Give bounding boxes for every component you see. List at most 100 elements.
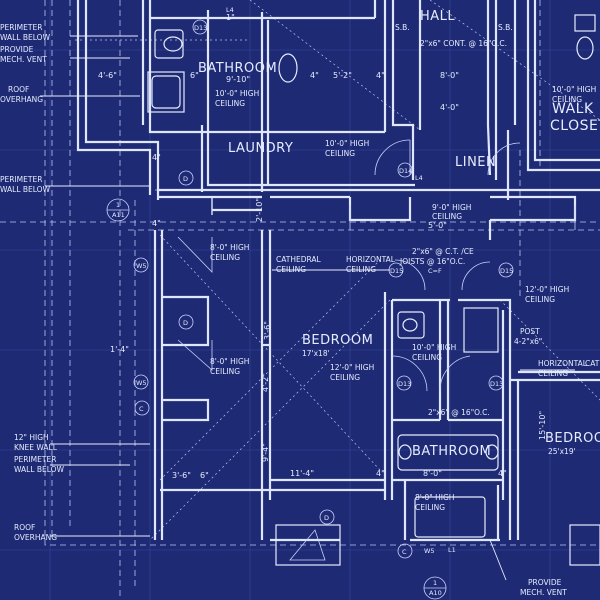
room-label-linen: LINEN [455, 155, 496, 170]
room-label-hall: HALL [420, 9, 455, 24]
door-swings [177, 139, 576, 392]
tag-w5-1: W5 [136, 262, 147, 270]
note-knee-b: KNEE WALL [14, 443, 58, 452]
dim-1: 4'-6" [98, 71, 117, 80]
walls [76, 0, 600, 542]
note-post-a: POST [520, 327, 540, 336]
tag-l4-2: L4 [415, 174, 423, 182]
note-horizontal-1b: CEILING [346, 265, 376, 274]
note-vent-1b: MECH. VENT [0, 55, 47, 64]
note-ceiling-linen-a: 9'-0" HIGH [432, 203, 471, 212]
dim-24: 4" [152, 219, 161, 228]
room-label-laundry: LAUNDRY [228, 141, 293, 156]
dim-9: 5'-0" [428, 221, 447, 230]
dim-11: 3'-6" [172, 471, 191, 480]
dim-5: 5'-2" [333, 71, 352, 80]
dim-21: 9'-4" [261, 443, 270, 462]
note-horizontal-1a: HORIZONTAL [346, 255, 396, 264]
section-markers [106, 19, 514, 600]
note-perimeter-2b: WALL BELOW [0, 185, 51, 194]
note-cat-partial: CAT [585, 359, 600, 368]
note-ceiling-bath3-a: 8'-0" HIGH [415, 493, 454, 502]
room-size-bedroom: 17'x18' [302, 349, 330, 358]
dim-8: 4'-0" [440, 103, 459, 112]
note-cathedral-b: CEILING [276, 265, 306, 274]
dim-12: 6" [200, 471, 209, 480]
dim-18: 2'-10" [255, 198, 264, 222]
note-ceiling-bath2-b: CEILING [412, 353, 442, 362]
dim-17: 15'-10" [538, 411, 547, 440]
tag-d13-2: D13 [398, 380, 411, 388]
leader-arrows [40, 35, 575, 581]
note-ceiling-bath-b: CEILING [215, 99, 245, 108]
tag-l4-1: L4 [226, 6, 234, 14]
room-label-bedroom-right: BEDROO [545, 431, 600, 446]
room-label-bathroom-bottom: BATHROOM [412, 444, 491, 459]
note-perimeter-1b: WALL BELOW [0, 33, 51, 42]
note-joist-top: 2"x6" CONT. @ 16"O.C. [420, 39, 507, 48]
dim-7: 8'-0" [440, 71, 459, 80]
note-ceiling-bed-a: 12'-0" HIGH [330, 363, 374, 372]
note-ceiling-right-b: CEILING [525, 295, 555, 304]
note-ceiling-bed-b: CEILING [330, 373, 360, 382]
note-roof-2b: OVERHANG [14, 533, 57, 542]
room-label-bathroom-top: BATHROOM [198, 61, 277, 76]
note-ceiling-laundry-b: CEILING [325, 149, 355, 158]
note-perimeter-1a: PERIMETER [0, 23, 42, 32]
note-cathedral-a: CATHEDRAL [276, 255, 322, 264]
tag-d-2: D [183, 319, 188, 327]
section-2-sheet: A10 [429, 589, 442, 597]
note-vent-2b: MECH. VENT [520, 588, 567, 597]
dim-14: 4" [376, 469, 385, 478]
note-joist-mid-a: 2"x6" @ C.T. /CE [412, 247, 474, 256]
dim-23: 4" [152, 153, 161, 162]
room-label-walk: WALK [552, 101, 594, 117]
tag-l1: L1 [448, 546, 456, 554]
section-2-number: 1 [433, 579, 437, 587]
note-horizontal-2b: CEILING [538, 369, 568, 378]
dim-4: 4" [310, 71, 319, 80]
dim-15: 8'-0" [423, 469, 442, 478]
note-vent-2a: PROVIDE [528, 578, 562, 587]
section-1-number: 1 [116, 201, 120, 209]
dim-10: 1'-4" [110, 345, 129, 354]
tag-c-1: C [139, 405, 144, 413]
note-perimeter-3b: WALL BELOW [14, 465, 65, 474]
tag-c-2: C [402, 548, 407, 556]
dim-3: 9'-10" [226, 75, 250, 84]
dim-20: 4'-2" [261, 373, 270, 392]
note-joist-mid-b: JOISTS @ 16"O.C. [399, 257, 465, 266]
note-ceiling-right-a: 12'-0" HIGH [525, 285, 569, 294]
dim-22: 1" [226, 13, 235, 22]
dim-2: 6" [190, 71, 199, 80]
note-ceiling-laundry-a: 10'-0" HIGH [325, 139, 369, 148]
note-ceiling-8b-b: CEILING [210, 367, 240, 376]
dim-19: 3'-6" [263, 321, 272, 340]
note-ceiling-8b-a: 8'-0" HIGH [210, 357, 249, 366]
note-ceiling-closet-a: 10'-0" HIGH [552, 85, 596, 94]
note-ceiling-bath-a: 10'-0" HIGH [215, 89, 259, 98]
note-ceiling-8a-a: 8'-0" HIGH [210, 243, 249, 252]
section-1-sheet: A11 [112, 211, 125, 219]
tag-w5-2: W5 [136, 379, 147, 387]
note-ceiling-closet-b: CEILING [552, 95, 582, 104]
dim-6: 4" [376, 71, 385, 80]
note-knee-a: 12" HIGH [14, 433, 49, 442]
note-post-b: 4-2"x6" [514, 337, 542, 346]
note-joist-bottom: 2"x6" @ 16"O.C. [428, 408, 490, 417]
note-ceiling-bath3-b: CEILING [415, 503, 445, 512]
note-roof-1b: OVERHANG [0, 95, 43, 104]
room-label-closet: CLOSET [550, 118, 600, 134]
note-sb-left: S.B. [395, 23, 410, 32]
room-size-bedroom-right: 25'x19' [548, 447, 576, 456]
plumbing-fixtures [147, 14, 600, 566]
tag-d13-1: D13 [194, 24, 207, 32]
tag-d15-2: D15 [500, 267, 513, 275]
note-ceiling-8a-b: CEILING [210, 253, 240, 262]
tag-w5-3: W5 [424, 547, 435, 555]
note-roof-1a: ROOF [8, 85, 29, 94]
note-horizontal-2a: HORIZONTAL [538, 359, 588, 368]
tag-c-eq: C=F [428, 267, 442, 275]
dim-13: 11'-4" [290, 469, 314, 478]
